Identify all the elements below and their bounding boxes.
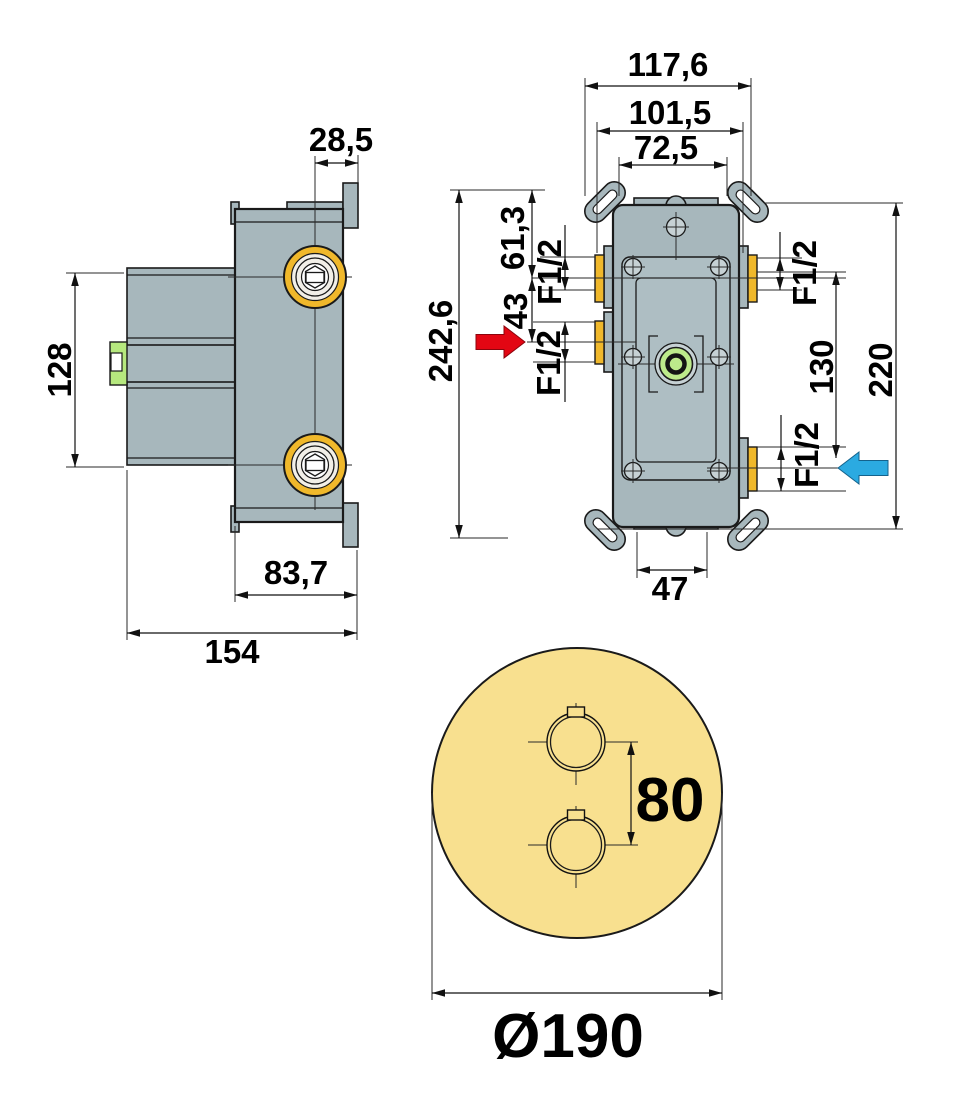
dim-label-handle-spacing: 80 [636,766,705,835]
cartridge-center [654,342,698,386]
dim-label-body-height: 128 [41,342,78,397]
ear-slot [735,517,761,543]
side-flange-tab-bottom [342,502,359,548]
dim-label-right-port-spacing: 130 [803,339,840,394]
side-port-bottom-slot [305,459,325,472]
front-left-upper-tab [603,245,614,309]
screw-mid-left-cross [621,345,645,369]
side-port-top-hex [304,265,326,289]
hot-water-inlet-arrow [475,324,526,360]
thread-label-lower-left: F1/2 [530,330,567,396]
side-outlet-connector-notch [110,352,123,372]
side-port-top-thin-ring [295,257,335,297]
dim-label-width-mid: 101,5 [629,94,712,131]
port-lower-right [747,446,758,492]
screw-upper-left-cross [621,255,645,279]
screw-lower-left-cross [621,459,645,483]
handle-lower [528,806,638,888]
thread-label-upper-left: F1/2 [531,239,568,305]
ear-slot [592,517,618,543]
cartridge-green-disc [658,346,694,382]
dim-label-width-inner: 72,5 [634,129,698,166]
handle-upper [528,703,638,785]
faceplate-view: 80 Ø190 [431,647,723,1071]
screw-mid-right-cross [707,345,731,369]
dim-label-box-depth: 83,7 [264,554,328,591]
dim-label-top-to-upper-port: 61,3 [494,206,531,270]
dim-label-faceplate-diameter: Ø190 [492,1002,644,1071]
mounting-ear-top-left [584,181,626,223]
front-view: 117,6 101,5 72,5 242,6 61,3 43 F1/2 F1/2… [422,46,903,607]
handle-lower-outer [546,815,606,875]
side-view: 28,5 128 83,7 154 [41,121,373,670]
cold-water-inlet-arrow [837,450,889,486]
dim-label-flange-offset: 28,5 [309,121,373,158]
cartridge-inner-ring [665,353,687,375]
side-port-bottom-hex [304,453,326,477]
screw-upper-right-cross [707,255,731,279]
side-port-top [283,245,347,309]
mounting-ear-bottom-right [727,509,769,551]
side-port-bottom-thin-ring [295,445,335,485]
ear-slot [592,189,618,215]
screw-top-cross [663,214,689,240]
side-port-bottom [283,433,347,497]
screw-lower-right-cross [707,459,731,483]
front-screws [621,214,731,483]
mounting-ear-top-right [727,181,769,223]
side-port-top-slot [305,271,325,284]
thread-label-upper-right: F1/2 [786,240,823,306]
handle-upper-outer [546,712,606,772]
front-right-upper-tab [738,245,749,309]
dim-label-total-depth: 154 [204,633,260,670]
dim-label-bottom-width: 47 [652,570,689,607]
dim-label-total-height: 242,6 [422,300,459,383]
side-flange-tab-top [342,182,359,229]
handle-upper-notch [566,706,586,718]
thread-label-lower-right: F1/2 [788,422,825,488]
side-cartridge-band [122,344,236,383]
handle-lower-notch [566,809,586,821]
dim-label-width-outer: 117,6 [628,46,709,83]
dim-label-left-port-spacing: 43 [497,293,534,330]
dim-label-mounting-height: 220 [862,342,899,397]
ear-slot [735,189,761,215]
